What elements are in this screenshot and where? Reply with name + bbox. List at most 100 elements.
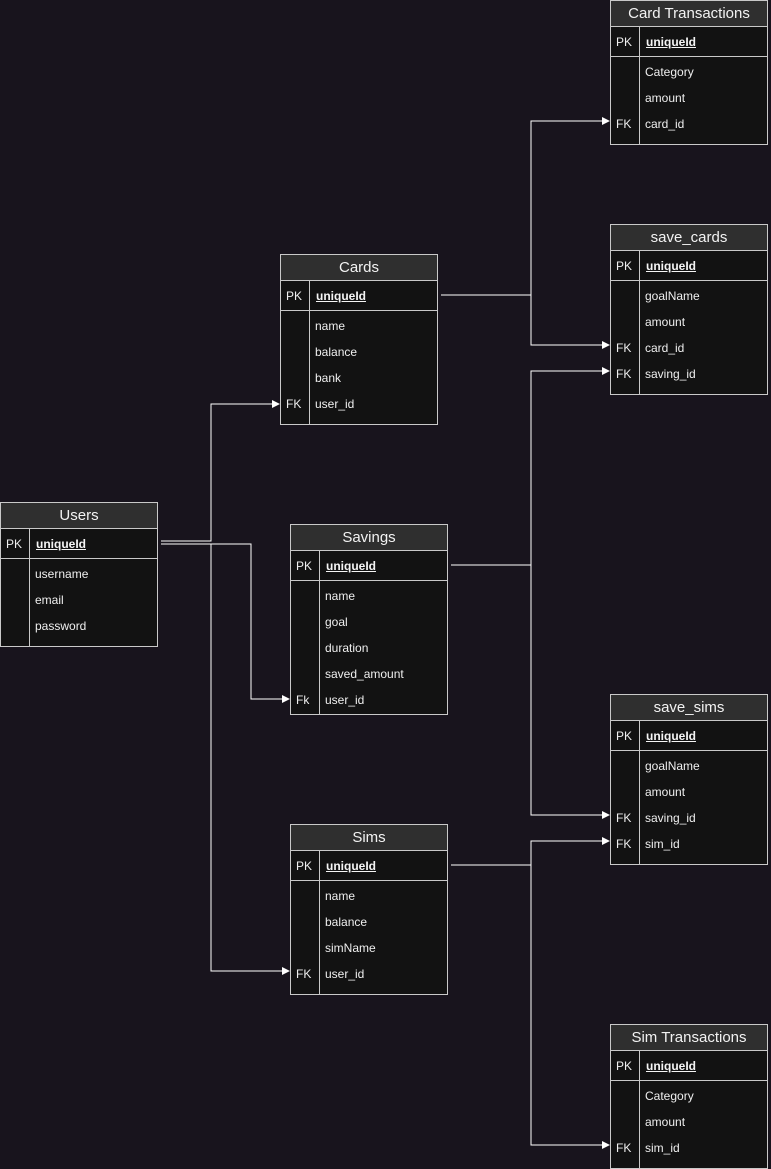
pk-field-name: uniqueId: [646, 1058, 696, 1073]
field-name: bank: [315, 371, 342, 385]
key-blank: [291, 609, 319, 635]
primary-key-row: PK uniqueId: [281, 281, 437, 311]
field-list: FK FK goalName amount saving_id sim_id: [611, 751, 767, 864]
key-blank: [291, 883, 319, 909]
key-blank: [281, 365, 309, 391]
pk-label: PK: [281, 281, 310, 310]
table-title: Cards: [281, 255, 437, 281]
key-column: FK: [291, 881, 320, 994]
field-name: amount: [645, 1115, 686, 1129]
fk-label: FK: [616, 367, 632, 381]
key-blank: [281, 339, 309, 365]
pk-field-name: uniqueId: [326, 858, 376, 873]
field-name: saved_amount: [325, 667, 404, 681]
field-name: name: [325, 589, 356, 603]
key-blank: [611, 309, 639, 335]
fk-label: FK: [616, 117, 632, 131]
field-name: card_id: [645, 117, 685, 131]
key-blank: [611, 59, 639, 85]
field-name: goalName: [645, 759, 700, 773]
pk-field-name: uniqueId: [646, 728, 696, 743]
field-name: simName: [325, 941, 376, 955]
primary-key-row: PK uniqueId: [291, 551, 447, 581]
field-name: goalName: [645, 289, 700, 303]
primary-key-row: PK uniqueId: [291, 851, 447, 881]
key-column: FK: [611, 1081, 640, 1168]
fk-label: FK: [616, 811, 632, 825]
key-blank: [281, 313, 309, 339]
pk-label: PK: [611, 721, 640, 750]
field-name: balance: [325, 915, 368, 929]
field-name: password: [35, 619, 87, 633]
pk-field-name: uniqueId: [36, 536, 86, 551]
pk-label: PK: [291, 551, 320, 580]
key-blank: [291, 909, 319, 935]
field-name: user_id: [315, 397, 355, 411]
edge-savings-save-sims: [530, 565, 610, 819]
key-blank: [291, 583, 319, 609]
edge-sims-sim-transactions: [530, 865, 610, 1149]
pk-label: PK: [291, 851, 320, 880]
pk-label: PK: [611, 1051, 640, 1080]
key-blank: [611, 753, 639, 779]
key-blank: [1, 587, 29, 613]
edge-users-cards: [161, 400, 280, 542]
pk-label: PK: [611, 251, 640, 280]
pk-field-name: uniqueId: [326, 558, 376, 573]
field-list: username email password: [1, 559, 157, 646]
key-blank: [611, 779, 639, 805]
field-name: email: [35, 593, 64, 607]
field-name: sim_id: [645, 837, 680, 851]
name-column: username email password: [30, 559, 88, 646]
table-title: Savings: [291, 525, 447, 551]
key-blank: [291, 935, 319, 961]
field-name: Category: [645, 1089, 694, 1103]
key-blank: [611, 283, 639, 309]
key-column: FK: [611, 57, 640, 144]
field-name: name: [315, 319, 346, 333]
field-name: saving_id: [645, 811, 696, 825]
key-blank: [611, 1083, 639, 1109]
pk-label: PK: [611, 27, 640, 56]
field-name: amount: [645, 785, 686, 799]
key-blank: [291, 661, 319, 687]
field-name: amount: [645, 91, 686, 105]
pk-field-name: uniqueId: [316, 288, 366, 303]
fk-label: Fk: [296, 693, 310, 707]
fk-label: FK: [616, 1141, 632, 1155]
edge-savings-save-cards: [451, 367, 610, 566]
fk-label: FK: [286, 397, 302, 411]
field-name: username: [35, 567, 89, 581]
field-name: name: [325, 889, 356, 903]
table-title: save_cards: [611, 225, 767, 251]
table-title: save_sims: [611, 695, 767, 721]
field-name: user_id: [325, 693, 365, 707]
key-column: FK: [281, 311, 310, 424]
field-name: duration: [325, 641, 369, 655]
key-column: Fk: [291, 581, 320, 714]
field-name: amount: [645, 315, 686, 329]
primary-key-row: PK uniqueId: [611, 1051, 767, 1081]
table-title: Card Transactions: [611, 1, 767, 27]
field-name: saving_id: [645, 367, 696, 381]
fk-label: FK: [616, 837, 632, 851]
